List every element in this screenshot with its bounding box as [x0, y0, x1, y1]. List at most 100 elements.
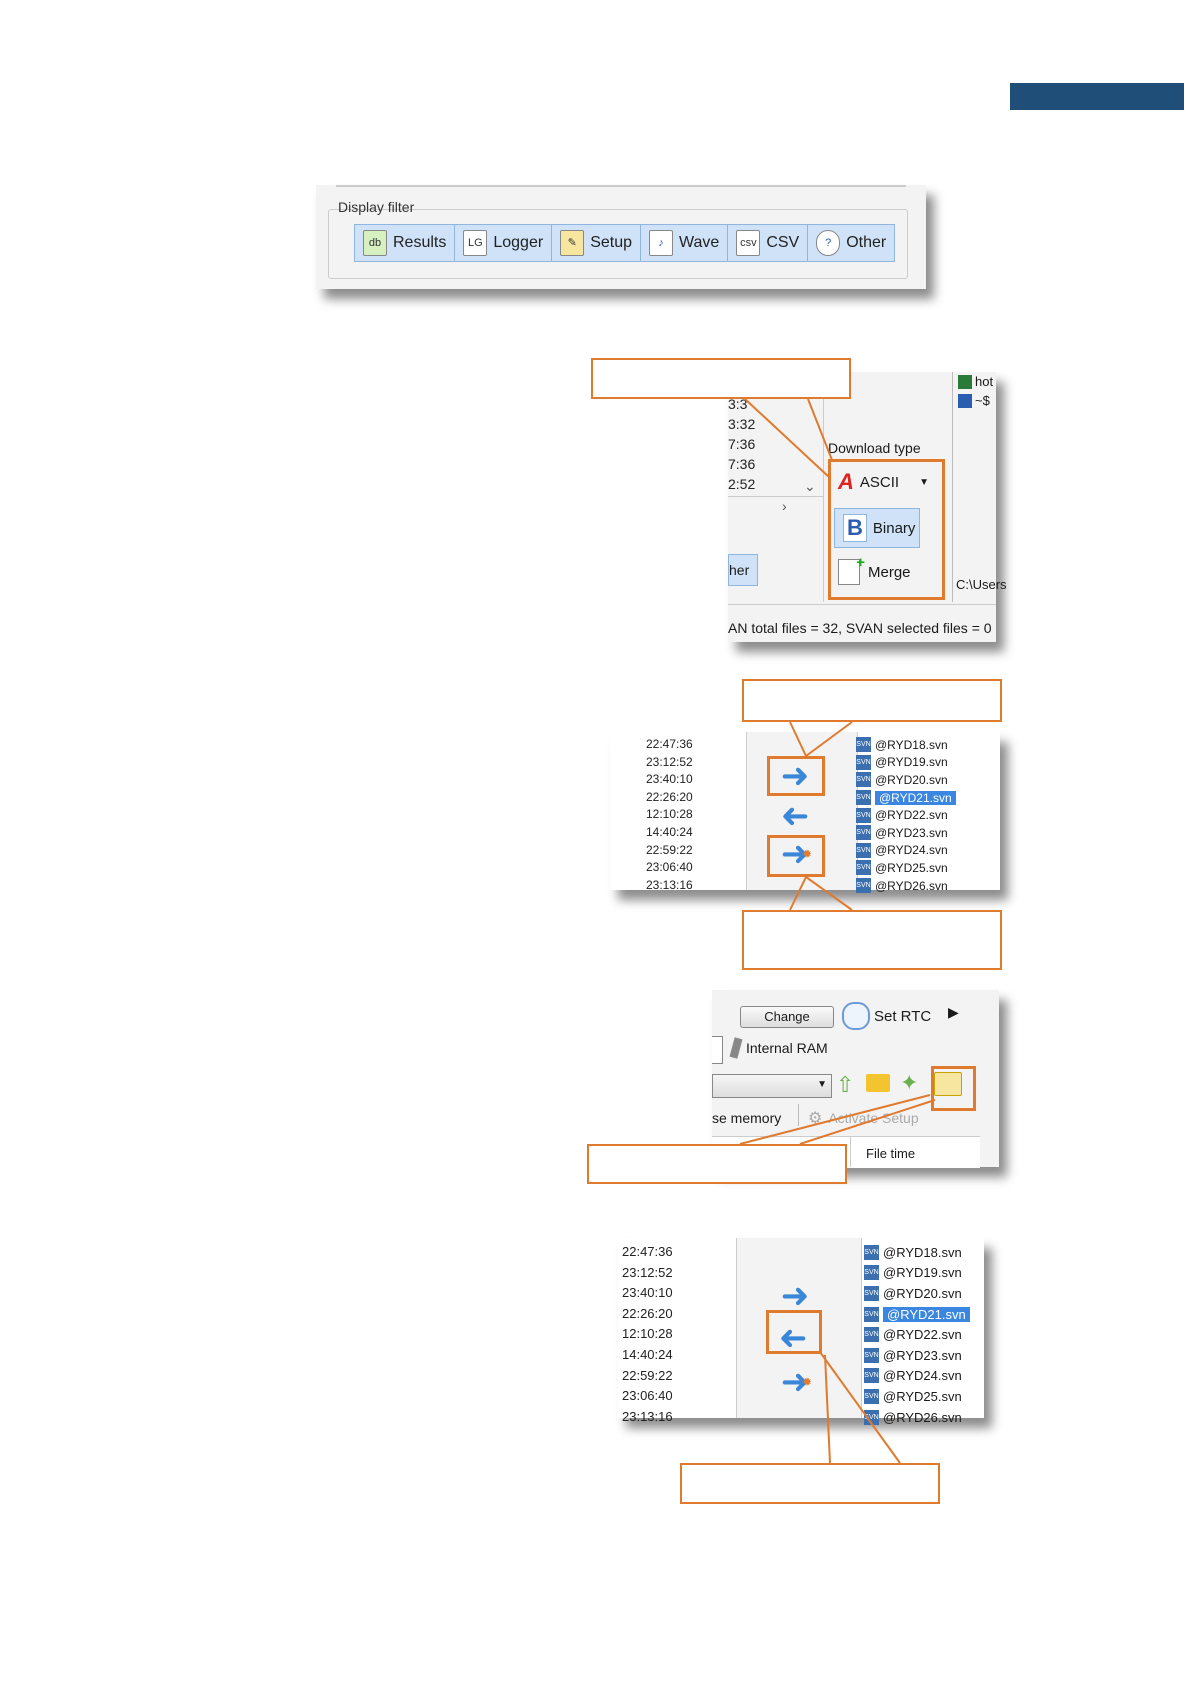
- file-item[interactable]: ~$: [958, 393, 993, 408]
- results-label: Results: [393, 234, 447, 251]
- list-item[interactable]: SVN@RYD20.svn: [864, 1283, 970, 1304]
- time-item: 23:40:10: [622, 1285, 673, 1301]
- convert-arrow-icon[interactable]: ➜✹: [780, 835, 812, 873]
- list-item[interactable]: SVN@RYD24.svn: [864, 1366, 970, 1387]
- folder-up-icon[interactable]: ⇧: [836, 1072, 855, 1097]
- activate-setup-button[interactable]: ⚙ Activate Setup: [808, 1108, 919, 1128]
- copy-left-arrow-icon[interactable]: ➜: [780, 797, 810, 835]
- setup-button[interactable]: ✎Setup: [552, 225, 641, 261]
- file-name: hot: [975, 374, 994, 389]
- scroll-right-icon[interactable]: ›: [782, 498, 787, 514]
- ascii-label: ASCII: [859, 473, 900, 491]
- memory-select[interactable]: ▼: [712, 1074, 832, 1098]
- list-item[interactable]: SVN@RYD26.svn: [856, 877, 956, 895]
- tab-other[interactable]: her: [728, 554, 758, 586]
- wave-button[interactable]: ♪Wave: [641, 225, 729, 261]
- gear-icon: ⚙: [808, 1110, 823, 1127]
- svn-file-list: SVN @RYD18.svn SVN@RYD19.svn SVN@RYD20.sv…: [864, 1242, 970, 1427]
- copy-right-arrow-icon[interactable]: ➜: [780, 1277, 810, 1315]
- svn-file-icon: SVN: [864, 1409, 879, 1425]
- chevron-down-icon: ▼: [817, 1079, 827, 1090]
- set-rtc-button[interactable]: Set RTC: [842, 1002, 931, 1030]
- svn-file-icon: SVN: [864, 1347, 879, 1363]
- file-name: @RYD24.svn: [883, 1368, 962, 1384]
- file-item[interactable]: hot: [958, 374, 993, 389]
- time-item: 3:32: [728, 416, 756, 432]
- list-item[interactable]: SVN@RYD22.svn: [856, 806, 956, 824]
- list-item[interactable]: SVN@RYD26.svn: [864, 1407, 970, 1428]
- expand-right-icon[interactable]: ▶: [948, 1004, 959, 1020]
- list-item[interactable]: SVN @RYD18.svn: [864, 1242, 970, 1263]
- download-setup-icon[interactable]: ✦: [900, 1070, 919, 1095]
- other-button[interactable]: ?Other: [808, 225, 894, 261]
- merge-label: Merge: [868, 563, 911, 581]
- convert-arrow-icon[interactable]: ➜✹: [780, 1363, 812, 1401]
- display-filter-group: [328, 209, 908, 279]
- file-name: @RYD20.svn: [875, 772, 948, 787]
- change-button[interactable]: Change: [740, 1006, 834, 1028]
- list-item[interactable]: SVN@RYD23.svn: [856, 824, 956, 842]
- dropdown-icon[interactable]: ▼: [919, 476, 929, 488]
- scroll-down-icon[interactable]: ⌄: [804, 478, 816, 494]
- list-item-selected[interactable]: SVN@RYD21.svn: [856, 789, 956, 807]
- clock-icon: [842, 1002, 870, 1030]
- path-label: C:\Users: [956, 577, 1007, 592]
- list-item[interactable]: SVN@RYD25.svn: [864, 1386, 970, 1407]
- time-item: 22:47:36: [622, 1244, 673, 1259]
- time-item: 7:36: [728, 456, 756, 472]
- time-item: 23:06:40: [622, 1388, 673, 1404]
- memory-card-icon: [729, 1037, 743, 1059]
- download-type-highlight: [828, 459, 945, 600]
- file-name: @RYD23.svn: [883, 1347, 962, 1363]
- binary-button[interactable]: B Binary: [834, 508, 920, 548]
- time-list: 22:47:36 23:12:52 23:40:10 22:26:20 12:1…: [622, 1242, 673, 1427]
- transfer-panel-1: 22:47:36 23:12:52 23:40:10 22:26:20 12:1…: [610, 732, 1000, 894]
- upload-setup-icon[interactable]: [934, 1072, 962, 1096]
- wave-label: Wave: [679, 234, 720, 251]
- file-time-header[interactable]: File time: [866, 1146, 916, 1161]
- list-item[interactable]: SVN@RYD24.svn: [856, 842, 956, 860]
- setup-icon: ✎: [560, 230, 585, 256]
- copy-callout-box: [742, 679, 1002, 722]
- svn-file-icon: SVN: [856, 772, 871, 788]
- other-icon: ?: [816, 230, 841, 256]
- logger-icon: LG: [463, 230, 488, 256]
- list-item[interactable]: SVN@RYD18.svn: [856, 736, 956, 754]
- list-item[interactable]: SVN@RYD19.svn: [864, 1263, 970, 1284]
- copy-right-arrow-icon[interactable]: ➜: [780, 757, 810, 795]
- time-item: 22:59:22: [646, 842, 693, 857]
- svn-file-icon: SVN: [864, 1327, 879, 1343]
- file-name: @RYD21.svn: [875, 790, 956, 805]
- time-item: 3:3: [728, 396, 748, 412]
- binary-icon: B: [843, 514, 867, 542]
- logger-button[interactable]: LG Logger: [455, 225, 553, 261]
- svn-file-icon: SVN: [864, 1306, 879, 1322]
- new-folder-icon[interactable]: [866, 1074, 890, 1092]
- time-item: 14:40:24: [646, 824, 693, 839]
- list-item[interactable]: SVN @RYD23.svn: [864, 1345, 970, 1366]
- list-item[interactable]: SVN@RYD25.svn: [856, 859, 956, 877]
- word-icon: [958, 393, 972, 408]
- list-item-selected[interactable]: SVN @RYD21.svn: [864, 1304, 970, 1325]
- merge-button[interactable]: + Merge: [838, 554, 928, 588]
- upload-callout-box: [587, 1144, 847, 1184]
- file-name: @RYD21.svn: [883, 1306, 970, 1322]
- ascii-button[interactable]: A ASCII ▼: [838, 466, 938, 498]
- file-name: @RYD18.svn: [883, 1244, 962, 1260]
- activate-setup-label: Activate Setup: [828, 1110, 919, 1126]
- file-list: hot ~$: [958, 374, 993, 408]
- time-item: 7:36: [728, 436, 756, 452]
- svn-file-icon: SVN: [864, 1244, 879, 1260]
- logger-label: Logger: [493, 234, 544, 251]
- file-name: @RYD22.svn: [883, 1327, 962, 1343]
- list-item[interactable]: SVN @RYD20.svn: [856, 771, 956, 789]
- copy-left-callout-box: [680, 1463, 940, 1504]
- list-item[interactable]: SVN @RYD22.svn: [864, 1324, 970, 1345]
- time-item: 12:10:28: [646, 807, 693, 822]
- list-item[interactable]: SVN@RYD19.svn: [856, 754, 956, 772]
- csv-label: CSV: [766, 234, 800, 251]
- file-name: @RYD18.svn: [875, 737, 948, 752]
